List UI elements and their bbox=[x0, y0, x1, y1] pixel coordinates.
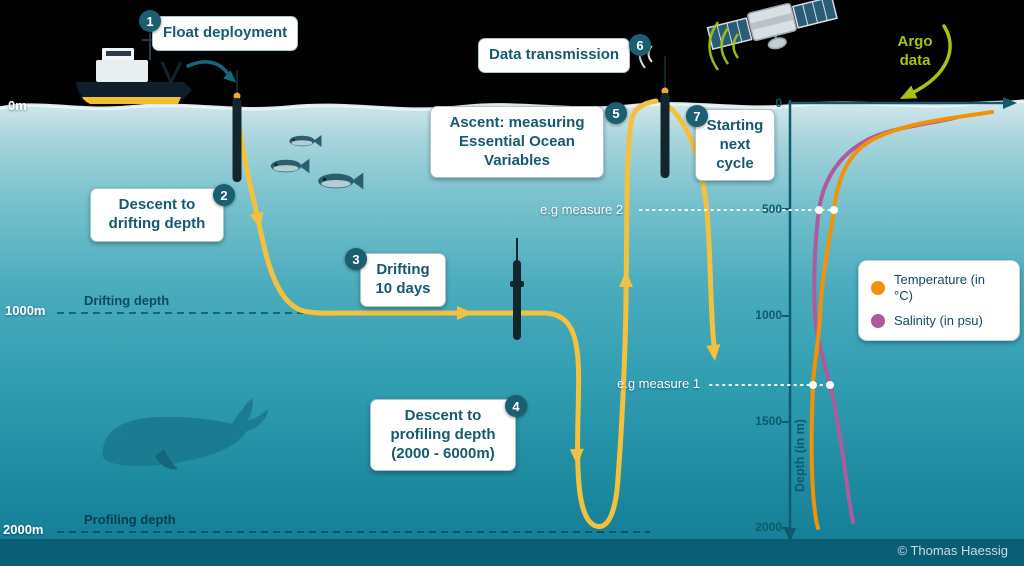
satellite-icon bbox=[706, 0, 838, 51]
step-label-2: Descent to drifting depth bbox=[90, 188, 224, 242]
chart-tick-2000: 2000 bbox=[755, 520, 782, 534]
salinity-curve bbox=[812, 115, 960, 524]
argo-float-drifting bbox=[510, 238, 524, 340]
temperature-dot-icon bbox=[871, 280, 885, 295]
argo-data-label: Argo data bbox=[897, 33, 933, 69]
fish-school bbox=[270, 135, 364, 190]
depth-mark-1000m: 1000m bbox=[5, 303, 46, 318]
salinity-dot-icon bbox=[871, 313, 885, 328]
chart-tick-1000: 1000 bbox=[755, 308, 782, 322]
ship-illustration bbox=[76, 32, 192, 104]
step-label-6: Data transmission bbox=[478, 38, 631, 73]
step-label-4: Descent to profiling depth (2000 - 6000m… bbox=[370, 399, 516, 472]
measurement-dots bbox=[809, 206, 838, 389]
whale-silhouette bbox=[102, 398, 268, 470]
step-badge-1: 1 bbox=[139, 10, 161, 32]
argo-float-deployment bbox=[232, 70, 242, 182]
step-label-1: Float deployment bbox=[152, 16, 299, 51]
profile-chart bbox=[782, 97, 1017, 542]
deployment-arrow bbox=[186, 60, 237, 83]
step-badge-5: 5 bbox=[605, 102, 627, 124]
depth-mark-0m: 0m bbox=[8, 98, 27, 113]
temperature-curve bbox=[809, 110, 994, 530]
step-label-7: Starting next cycle bbox=[695, 109, 775, 182]
legend-temperature: Temperature (in °C) bbox=[871, 272, 1007, 303]
chart-tick-0: 0 bbox=[775, 96, 782, 110]
chart-tick-500: 500 bbox=[761, 202, 782, 216]
surface-waterline bbox=[0, 99, 1024, 111]
trajectory-next-cycle bbox=[665, 103, 717, 349]
salinity-legend-label: Salinity (in psu) bbox=[894, 313, 983, 329]
measure-1-label: e.g measure 1 bbox=[617, 376, 701, 391]
temperature-legend-label: Temperature (in °C) bbox=[894, 272, 986, 303]
trajectory-path bbox=[234, 98, 659, 530]
chart-tick-1500: 1500 bbox=[755, 414, 782, 428]
step-badge-7: 7 bbox=[686, 105, 708, 127]
profiling-depth-label: Profiling depth bbox=[84, 512, 176, 527]
trajectory-arrows bbox=[249, 211, 721, 465]
step-label-3: Drifting 10 days bbox=[360, 253, 446, 307]
seafloor-band bbox=[0, 539, 1024, 566]
legend-salinity: Salinity (in psu) bbox=[871, 313, 1007, 329]
chart-legend: Temperature (in °C) Salinity (in psu) bbox=[858, 260, 1020, 341]
step-badge-2: 2 bbox=[213, 184, 235, 206]
depth-axis-title: Depth (in m) bbox=[793, 419, 807, 493]
argo-data-arrow bbox=[899, 24, 952, 99]
measure-2-label: e.g measure 2 bbox=[540, 202, 624, 217]
signal-arcs bbox=[708, 21, 740, 71]
step-badge-4: 4 bbox=[505, 395, 527, 417]
step-badge-6: 6 bbox=[629, 34, 651, 56]
drifting-depth-label: Drifting depth bbox=[84, 293, 170, 308]
step-badge-3: 3 bbox=[345, 248, 367, 270]
depth-mark-2000m: 2000m bbox=[3, 522, 44, 537]
step-label-5: Ascent: measuring Essential Ocean Variab… bbox=[430, 106, 604, 179]
copyright-text: © Thomas Haessig bbox=[897, 543, 1009, 558]
